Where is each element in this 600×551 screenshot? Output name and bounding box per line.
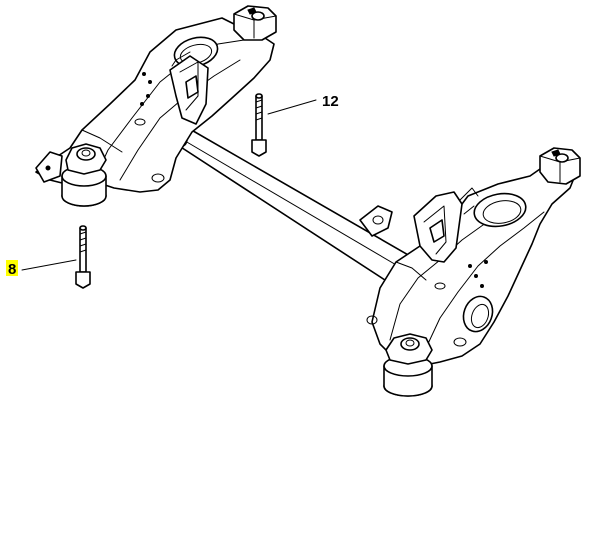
rear-bushing-bracket [169,51,209,125]
bolt-12 [251,93,267,157]
silent-block-rear-right [233,5,277,41]
bolt-8 [75,225,91,289]
front-control-arm [366,161,575,367]
silent-block-front-right [539,147,581,185]
silent-block-front-left [383,333,433,397]
callout-8-leader [21,259,77,271]
callout-8-highlight [6,260,18,276]
callout-12-label: 12 [322,93,339,110]
cross-tube [168,120,411,283]
silent-block-rear-left [61,143,107,207]
callout-12-leader [267,99,317,115]
callout-8-label: 8 [8,261,16,278]
tube-bracket [359,205,393,237]
front-bushing-bracket [413,187,479,263]
